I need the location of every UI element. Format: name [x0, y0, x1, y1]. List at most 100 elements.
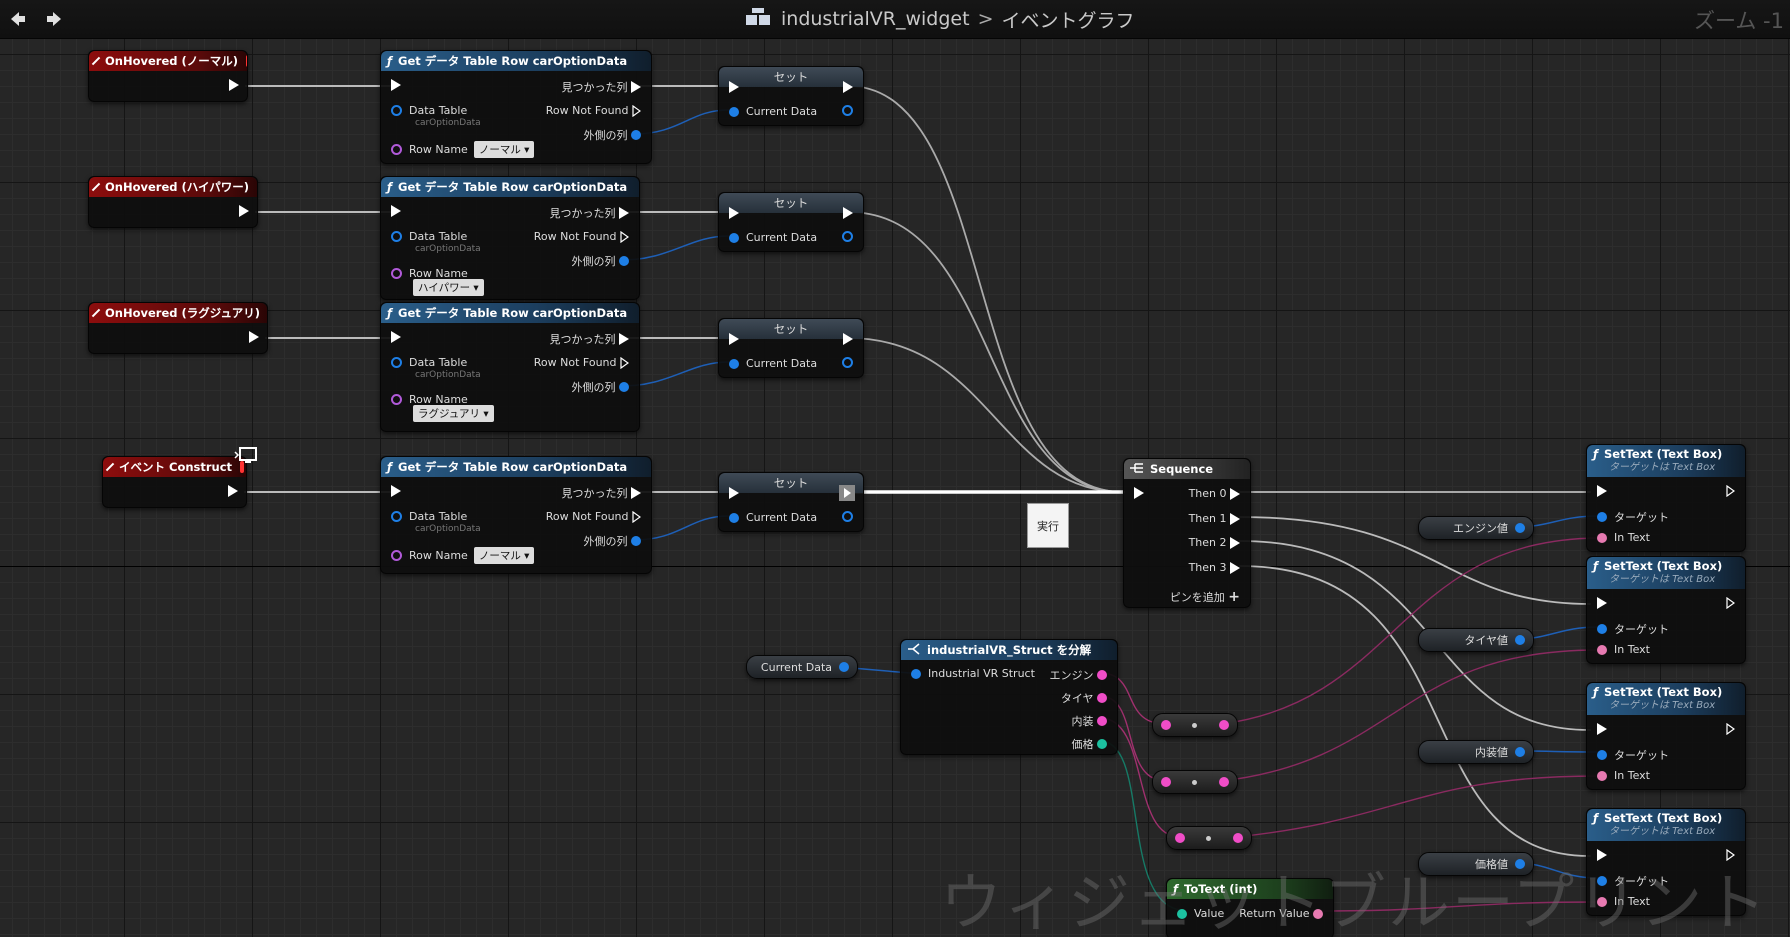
current-data-in-pin[interactable] [729, 358, 739, 369]
break-struct-node[interactable]: industrialVR_Struct を分解 Industrial VR St… [900, 639, 1118, 755]
exec-in-pin[interactable] [391, 331, 401, 343]
exec-out-pin[interactable] [1726, 597, 1735, 609]
data-table-pin[interactable] [391, 511, 402, 522]
exec-in-pin[interactable] [391, 485, 401, 497]
row-name-combo[interactable]: ラグジュアリ [413, 405, 494, 422]
value-in-pin[interactable] [1177, 908, 1187, 919]
conversion-node-3[interactable] [1166, 826, 1252, 850]
row-name-pin[interactable] [391, 550, 402, 561]
engine-out-pin[interactable] [1097, 670, 1107, 680]
price-value-getter[interactable]: 価格値 [1418, 852, 1534, 876]
in-text-pin[interactable] [1597, 896, 1607, 907]
data-table-value[interactable]: carOptionData [415, 244, 481, 254]
target-pin[interactable] [1597, 512, 1607, 522]
exec-in-pin[interactable] [391, 205, 401, 217]
data-table-value[interactable]: carOptionData [415, 118, 481, 128]
data-table-pin[interactable] [391, 231, 402, 242]
delegate-pin[interactable] [246, 55, 247, 67]
row-name-pin[interactable] [391, 144, 402, 155]
exec-out-pin-notfound[interactable] [632, 510, 641, 523]
target-pin[interactable] [1597, 876, 1607, 886]
event-node-onhovered-highpower[interactable]: OnHovered (ハイパワー) [88, 176, 258, 228]
out-row-pin[interactable] [631, 536, 641, 546]
exec-out-pin[interactable] [843, 207, 853, 219]
row-name-pin[interactable] [391, 394, 402, 405]
then-2-pin[interactable] [1230, 536, 1240, 549]
exec-out-pin[interactable] [1726, 849, 1735, 861]
exec-out-pin-notfound[interactable] [620, 230, 629, 243]
tire-out-pin[interactable] [1097, 693, 1107, 703]
exec-out-pin-found[interactable] [631, 487, 641, 499]
data-table-value[interactable]: carOptionData [415, 370, 481, 380]
current-data-in-pin[interactable] [729, 512, 739, 523]
tire-value-getter[interactable]: タイヤ値 [1418, 628, 1534, 652]
current-data-getter[interactable]: Current Data [746, 655, 858, 679]
struct-in-pin[interactable] [911, 668, 921, 679]
row-name-combo[interactable]: ハイパワー [413, 279, 484, 296]
row-name-combo[interactable]: ノーマル [473, 141, 535, 158]
sequence-node[interactable]: Sequence Then 0 Then 1 Then 2 Then 3 ピンを… [1123, 458, 1251, 608]
exec-out-pin[interactable] [239, 205, 249, 217]
out-pin[interactable] [1515, 747, 1525, 757]
exec-out-pin-found[interactable] [619, 333, 629, 345]
engine-value-getter[interactable]: エンジン値 [1418, 516, 1534, 540]
exec-out-pin-found[interactable] [619, 207, 629, 219]
breadcrumb-graph[interactable]: イベントグラフ [1001, 9, 1135, 32]
set-current-data-node-3[interactable]: セット Current Data [718, 318, 864, 378]
exec-in-pin[interactable] [1134, 487, 1144, 499]
conversion-node-2[interactable] [1152, 770, 1238, 794]
out-row-pin[interactable] [619, 382, 629, 392]
current-data-out-pin[interactable] [839, 662, 849, 672]
exec-out-pin[interactable] [1726, 723, 1735, 735]
then-1-pin[interactable] [1230, 512, 1240, 525]
target-pin[interactable] [1597, 624, 1607, 634]
exec-in-pin[interactable] [729, 207, 739, 219]
current-data-in-pin[interactable] [729, 106, 739, 117]
data-table-value[interactable]: carOptionData [415, 524, 481, 534]
exec-in-pin[interactable] [391, 79, 401, 91]
row-name-combo[interactable]: ノーマル [473, 547, 535, 564]
exec-out-pin[interactable] [1726, 485, 1735, 497]
data-table-pin[interactable] [391, 357, 402, 368]
exec-in-pin[interactable] [1597, 597, 1607, 609]
interior-value-getter[interactable]: 内装値 [1418, 740, 1534, 764]
exec-in-pin[interactable] [1597, 723, 1607, 735]
exec-out-pin[interactable] [229, 79, 239, 91]
conversion-node-1[interactable] [1152, 713, 1238, 737]
exec-in-pin[interactable] [729, 81, 739, 93]
return-value-pin[interactable] [1313, 908, 1323, 919]
delegate-pin[interactable] [240, 461, 245, 473]
exec-out-pin-active[interactable] [839, 485, 855, 501]
comment-box[interactable]: 実行 [1027, 503, 1069, 548]
in-text-pin[interactable] [1597, 644, 1607, 655]
exec-out-pin-notfound[interactable] [632, 104, 641, 117]
set-current-data-node-1[interactable]: セット Current Data [718, 66, 864, 126]
out-pin[interactable] [1515, 523, 1525, 533]
exec-in-pin[interactable] [1597, 849, 1607, 861]
exec-out-pin[interactable] [249, 331, 259, 343]
exec-in-pin[interactable] [1597, 485, 1607, 497]
exec-out-pin-found[interactable] [631, 81, 641, 93]
current-data-out-pin[interactable] [842, 357, 853, 368]
exec-out-pin[interactable] [843, 81, 853, 93]
in-text-pin[interactable] [1597, 532, 1607, 543]
set-current-data-node-4[interactable]: セット Current Data [718, 472, 864, 532]
target-pin[interactable] [1597, 750, 1607, 760]
current-data-in-pin[interactable] [729, 232, 739, 243]
out-pin[interactable] [1515, 635, 1525, 645]
add-pin-button[interactable]: ピンを追加 + [1170, 589, 1240, 605]
data-table-pin[interactable] [391, 105, 402, 116]
current-data-out-pin[interactable] [842, 511, 853, 522]
out-row-pin[interactable] [619, 256, 629, 266]
price-out-pin[interactable] [1097, 739, 1107, 749]
exec-out-pin[interactable] [843, 333, 853, 345]
interior-out-pin[interactable] [1097, 716, 1107, 726]
